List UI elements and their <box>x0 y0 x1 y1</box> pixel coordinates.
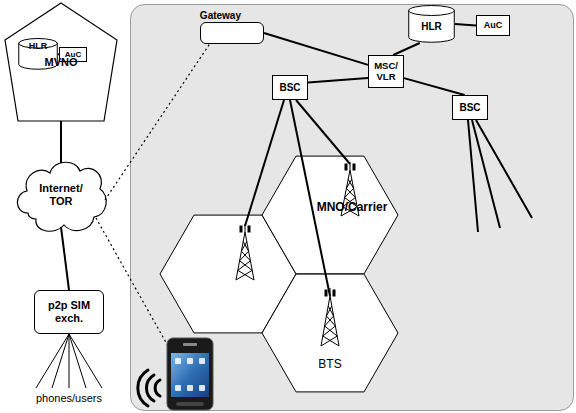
phone-internet-link <box>96 218 168 346</box>
network-link <box>308 78 368 82</box>
network-link <box>290 100 330 296</box>
bsc-box: BSC <box>272 75 308 100</box>
phone-icon <box>167 338 213 410</box>
gateway-box: Gateway <box>200 22 264 44</box>
node-label: AuC <box>484 20 503 30</box>
tower-symbol <box>321 288 339 346</box>
bsc-box: BSC <box>452 95 488 120</box>
network-link <box>455 24 476 26</box>
carrier-region <box>131 5 574 411</box>
node-label: MNO/Carrier <box>317 201 388 215</box>
msc-vlr-box: MSC/ VLR <box>368 55 404 88</box>
network-link <box>404 78 465 95</box>
node-label: BSC <box>279 82 300 94</box>
bsc-tower-links <box>245 100 532 232</box>
tower-symbol <box>236 224 254 280</box>
node-label: p2p SIM exch. <box>43 299 95 324</box>
mvno-pentagon: HLRAuCMVNO <box>4 2 118 122</box>
network-link <box>60 121 62 163</box>
p2p-exchange-box: p2p SIM exch. <box>34 290 104 334</box>
tower-symbols <box>236 162 359 346</box>
node-label: Gateway <box>200 10 241 22</box>
internet-cloud: Internet/ TOR <box>14 155 108 235</box>
user-fan-lines <box>36 334 102 388</box>
node-label: MVNO <box>45 56 78 69</box>
carrier-region: GatewayHLRAuCMSC/ VLRBSCBSCBTSMNO/Carrie… <box>130 4 574 411</box>
dotted-link <box>105 44 210 200</box>
node-label: HLR <box>421 21 442 33</box>
network-link <box>264 33 368 65</box>
network-link <box>61 227 69 290</box>
node-label: Internet/ TOR <box>39 182 82 207</box>
node-label: BTS <box>262 358 398 372</box>
network-link <box>393 43 420 55</box>
auc-box: AuC <box>476 15 510 36</box>
group-label: phones/users <box>36 392 102 404</box>
node-label: BSC <box>459 102 480 114</box>
wireless-waves <box>138 370 160 406</box>
bts-cell: BTS <box>262 274 398 392</box>
node-label: MSC/ VLR <box>374 61 398 83</box>
hlr-database: HLR <box>408 5 455 43</box>
